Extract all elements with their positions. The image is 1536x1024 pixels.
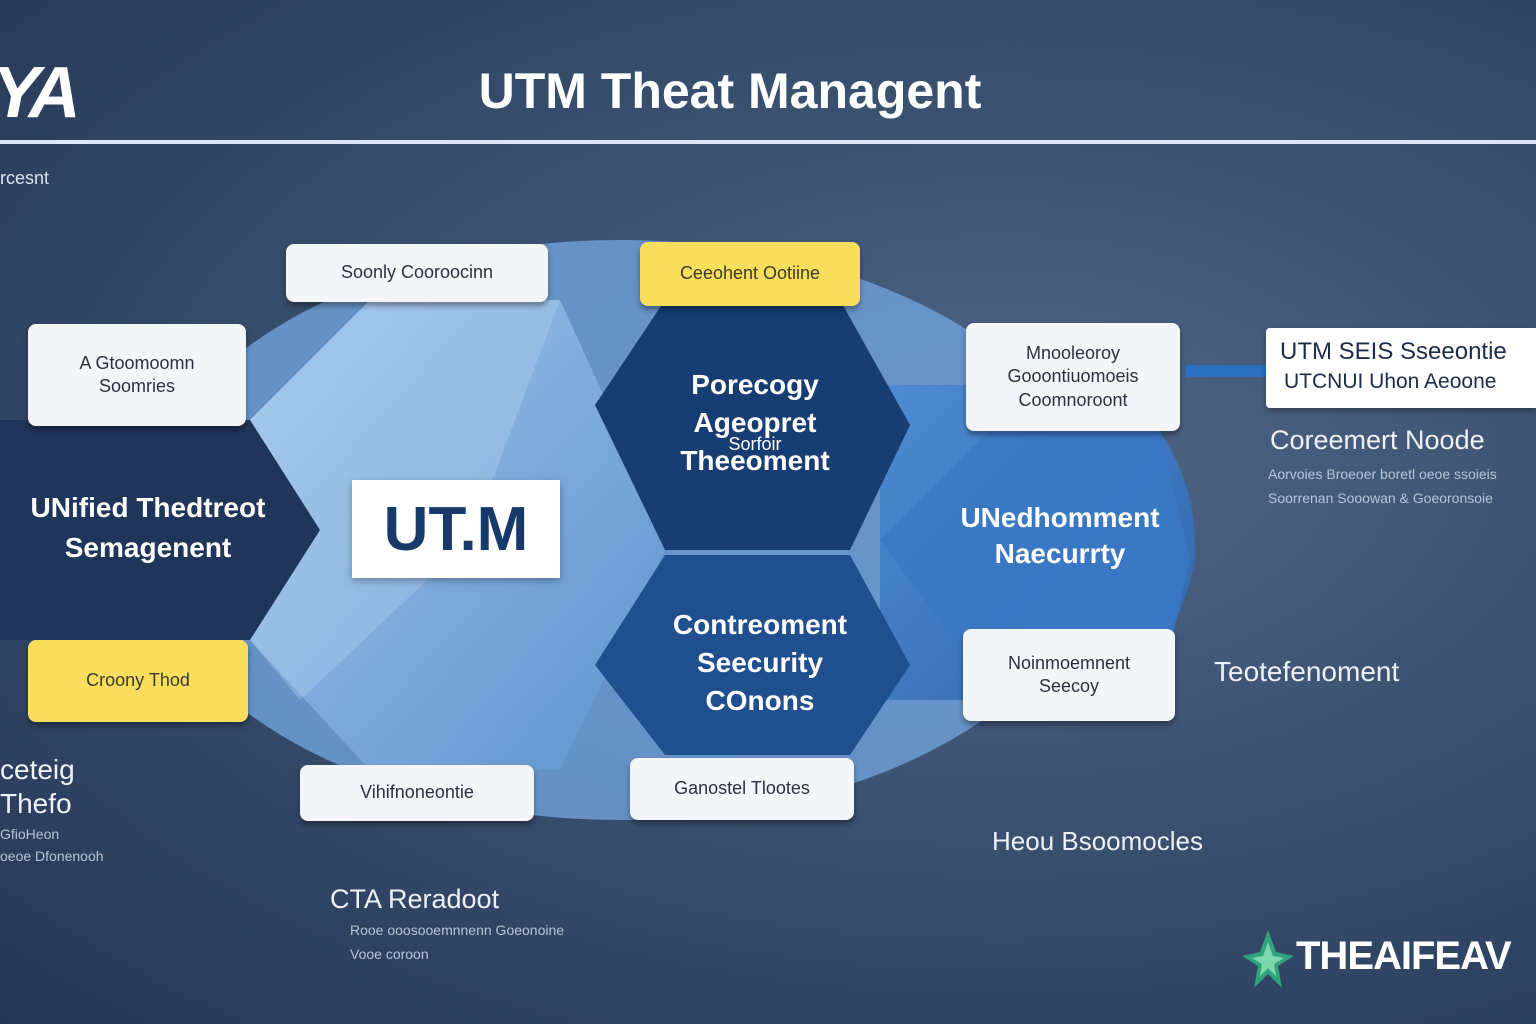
box-bottom-right: Ganostel Tlootes	[630, 758, 854, 820]
box-right-lower: Noinmoemnent Seecoy	[963, 629, 1175, 721]
callout-connector	[1185, 365, 1267, 377]
box-left-yellow: Croony Thod	[28, 640, 248, 722]
coremeent-detail-2: Soorrenan Sooowan & Goeoronsoie	[1268, 490, 1493, 506]
right-panel	[880, 430, 1190, 690]
left-hexagon-edge	[0, 420, 50, 640]
left-hexagon	[0, 420, 320, 640]
callout-line-2: UTCNUI Uhon Aeoone	[1284, 370, 1497, 393]
top-right-hexagon-label: Porecogy Ageopret Theeoment	[680, 369, 830, 476]
box-right-upper: Mnooleoroy Gooontiuomoeis Coomnoroont	[966, 323, 1180, 431]
brand-star-icon	[1242, 930, 1294, 988]
title-divider-left	[0, 140, 70, 144]
callout-line-1: UTM SEIS Sseeontie	[1280, 338, 1507, 365]
box-top-yellow: Ceeohent Ootiine	[640, 242, 860, 306]
right-panel-label: UNedhomment Naecurrty	[960, 502, 1160, 569]
coremeent-title: Coreemert Noode	[1270, 425, 1485, 455]
title-divider	[60, 140, 1536, 144]
top-right-hexagon	[595, 300, 910, 550]
corner-label: rcesnt	[0, 168, 50, 188]
bottom-right-hexagon	[595, 555, 910, 755]
left-bottom-line-1: ceteig	[0, 754, 75, 785]
box-top-left: Soonly Cooroocinn	[286, 244, 548, 302]
heou-label: Heou Bsoomocles	[992, 826, 1203, 856]
left-bottom-detail-2: oeoe Dfonenooh	[0, 848, 104, 864]
box-left-upper: A Gtoomoomn Soomries	[28, 324, 246, 426]
teote-label: Teotefenoment	[1214, 656, 1400, 687]
cta-detail-1: Rooe ooosooemnnenn Goeonoine	[350, 922, 565, 938]
cta-title: CTA Reradoot	[330, 884, 500, 914]
brand-logo: YA	[0, 53, 81, 133]
callout-box: UTM SEIS Sseeontie UTCNUI Uhon Aeoone	[1266, 328, 1536, 408]
top-right-hexagon-sublabel: Sorfoir	[728, 434, 782, 454]
left-bottom-detail-1: GfioHeon	[0, 826, 60, 842]
page-title: UTM Theat Managent	[478, 63, 982, 119]
coremeent-detail-1: Aorvoies Broeoer boretl oeoe ssoieis	[1268, 466, 1497, 482]
bottom-right-hexagon-label: Contreoment Seecurity COnons	[672, 609, 848, 716]
left-hexagon-label: UNified Thedtreot Semagenent	[30, 492, 266, 563]
cta-detail-2: Vooe coroon	[350, 946, 429, 962]
box-bottom-left: Vihifnoneontie	[300, 765, 534, 821]
brand-wordmark: THEAIFEAV	[1296, 934, 1512, 978]
center-badge-label: UT.M	[383, 494, 529, 564]
center-badge: UT.M	[352, 480, 560, 578]
left-bottom-line-2: Thefo	[0, 788, 72, 819]
